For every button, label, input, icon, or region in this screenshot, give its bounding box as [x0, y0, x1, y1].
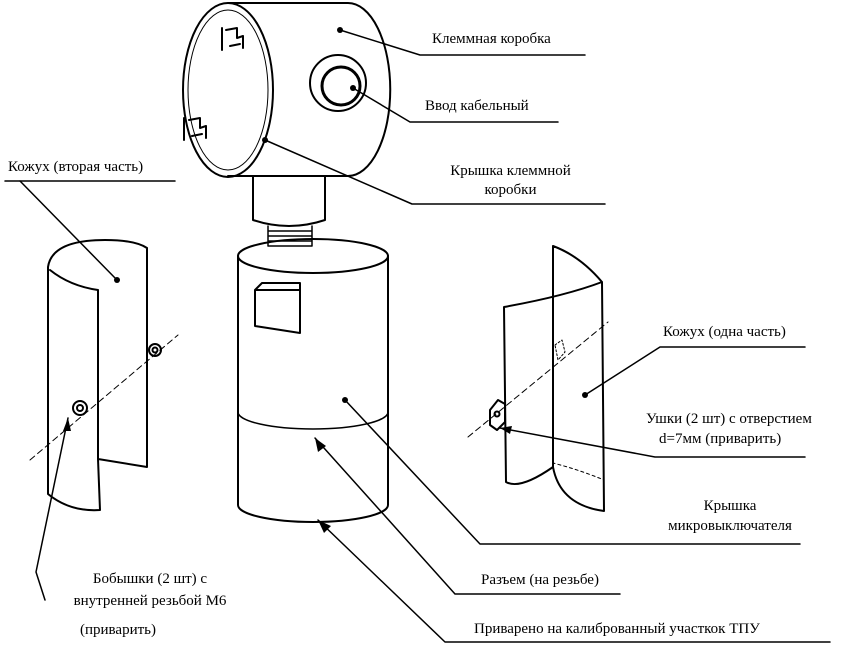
label-terminal-cover-2: коробки	[484, 182, 537, 198]
neck-body	[252, 175, 326, 227]
lug-back	[554, 339, 566, 361]
leader-casing-second-arrow	[19, 180, 118, 281]
terminal-box-drawing	[182, 2, 392, 178]
label-terminal-cover-1: Крышка клеммной	[450, 163, 571, 179]
label-cable-entry: Ввод кабельный	[425, 98, 529, 114]
main-cylinder-drawing	[237, 238, 389, 523]
leader-microswitch	[344, 399, 801, 545]
neck-thread	[267, 225, 313, 247]
microswitch-cover-band	[237, 411, 389, 430]
label-lugs-2: d=7мм (приварить)	[659, 431, 782, 447]
label-bosses-3: (приварить)	[80, 622, 157, 638]
leader-cable-entry	[352, 87, 559, 123]
leader-thread	[314, 437, 621, 595]
label-microswitch-1: Крышка	[703, 498, 757, 514]
arrowheads	[63, 418, 512, 533]
terminal-box-cover	[182, 2, 274, 178]
leader-lines	[4, 29, 831, 643]
leader-welded	[317, 519, 831, 643]
cable-entry-inner	[320, 65, 362, 107]
main-cylinder-walls	[237, 255, 389, 523]
label-welded: Приварено на калиброванный участкок ТПУ	[474, 621, 760, 637]
arrow-boss	[63, 418, 71, 431]
leader-terminal-box	[339, 29, 586, 56]
lug-axis	[467, 321, 609, 438]
cover-clip-bottom	[183, 117, 207, 141]
casing-right-shell	[503, 245, 605, 512]
boss-axis	[29, 334, 179, 461]
casing-right-drawing	[467, 245, 609, 512]
cable-entry-outer	[309, 54, 367, 112]
microswitch-window	[254, 282, 301, 334]
label-thread-joint: Разъем (на резьбе)	[481, 572, 599, 588]
cover-clip-top	[221, 27, 244, 51]
arrow-welded	[318, 520, 331, 533]
label-casing-second: Кожух (вторая часть)	[8, 159, 144, 175]
lug-front-hole	[493, 410, 501, 418]
boss-left	[72, 400, 88, 416]
main-cylinder-top	[237, 238, 389, 274]
leader-bosses	[35, 417, 69, 601]
cable-entry-drawing	[309, 54, 367, 112]
label-lugs-1: Ушки (2 шт) с отверстием	[646, 411, 812, 427]
casing-left-drawing	[29, 239, 179, 512]
leader-terminal-cover	[264, 139, 606, 205]
leader-casing-one	[584, 346, 806, 396]
label-terminal-box: Клеммная коробка	[432, 31, 551, 47]
arrow-lug	[500, 426, 512, 434]
lug-front	[489, 399, 506, 431]
terminal-box-cover-rim	[187, 9, 269, 171]
boss-right-hole	[151, 346, 159, 354]
label-bosses-1: Бобышки (2 шт) с	[92, 571, 208, 587]
leader-dots	[114, 27, 588, 403]
casing-right-hidden-edge	[552, 329, 605, 481]
label-microswitch-2: микровыключателя	[668, 518, 792, 534]
boss-left-hole	[76, 404, 84, 412]
label-casing-one: Кожух (одна часть)	[663, 324, 786, 340]
neck-drawing	[252, 175, 326, 247]
arrow-thread	[315, 438, 326, 452]
casing-left-shell	[47, 239, 148, 512]
label-bosses-2: внутренней резьбой М6	[73, 593, 227, 609]
terminal-box-body	[227, 2, 392, 177]
leader-lugs	[499, 427, 806, 458]
